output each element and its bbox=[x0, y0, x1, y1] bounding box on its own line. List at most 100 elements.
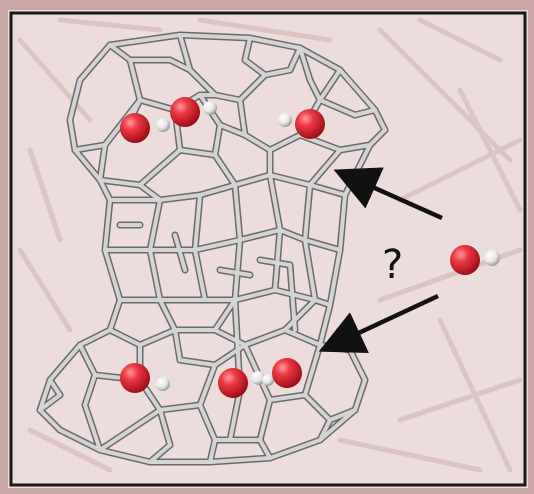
cage-bond bbox=[338, 68, 377, 112]
cage-bond bbox=[198, 403, 217, 442]
cage-bond bbox=[178, 33, 252, 40]
cage-bond bbox=[103, 198, 112, 252]
cage-bond bbox=[173, 328, 182, 362]
cage-bond bbox=[198, 363, 217, 407]
cage-bond bbox=[303, 238, 342, 252]
cage-bond bbox=[243, 328, 287, 347]
caged-water-molecule bbox=[170, 97, 217, 127]
cage-bond bbox=[213, 343, 247, 367]
cage-bond bbox=[263, 68, 292, 77]
hydrogen-atom bbox=[262, 374, 274, 386]
cage-bond bbox=[283, 328, 322, 347]
cage-bond bbox=[318, 98, 357, 117]
cage-bond bbox=[58, 428, 102, 452]
cage-bond bbox=[313, 298, 332, 307]
cage-bond bbox=[318, 68, 342, 102]
cage-bond bbox=[148, 443, 172, 464]
cage-bond bbox=[98, 143, 107, 182]
cage-bond bbox=[148, 198, 162, 252]
water-molecules bbox=[120, 97, 500, 398]
cage-bond bbox=[218, 123, 247, 137]
cage-bond bbox=[48, 378, 62, 397]
cage-bond bbox=[233, 238, 242, 302]
cage-bond bbox=[303, 238, 317, 302]
cage-bond bbox=[173, 233, 187, 272]
cage-bond bbox=[138, 183, 162, 202]
cage-bond bbox=[268, 393, 307, 402]
cage-bond bbox=[213, 123, 222, 157]
caged-water-molecule bbox=[218, 368, 265, 398]
arrow-to-upper-cage bbox=[333, 167, 443, 221]
cage-bond bbox=[213, 298, 237, 332]
cage-bond bbox=[98, 428, 132, 452]
cage-bond bbox=[208, 456, 272, 464]
cage-bond bbox=[233, 288, 277, 302]
cage-bond bbox=[308, 148, 342, 187]
free-water-molecule bbox=[450, 245, 500, 275]
oxygen-atom bbox=[450, 245, 480, 275]
cage-bond bbox=[243, 58, 267, 77]
cage-bond bbox=[193, 193, 202, 252]
cage-bond bbox=[108, 298, 122, 332]
cage-bond bbox=[68, 118, 77, 152]
cage-bond bbox=[98, 178, 142, 187]
cage-bond bbox=[368, 128, 387, 147]
arrow-to-lower-cage bbox=[318, 293, 439, 353]
cage-bond bbox=[273, 228, 282, 292]
cage-bond bbox=[178, 148, 217, 157]
cage-bond bbox=[83, 373, 97, 407]
cage-bond bbox=[188, 68, 217, 97]
cage-bond bbox=[208, 438, 217, 464]
hydrogen-atom bbox=[484, 250, 500, 266]
oxygen-atom bbox=[120, 363, 150, 393]
hydrogen-atom bbox=[203, 101, 217, 115]
background-texture bbox=[17, 17, 523, 473]
cage-bond bbox=[318, 408, 357, 442]
cage-bond bbox=[238, 98, 247, 137]
cage-bond bbox=[193, 248, 207, 302]
cage-bond bbox=[238, 228, 282, 242]
cage-bond bbox=[178, 358, 217, 367]
cage-bond bbox=[258, 438, 272, 460]
cage-bond bbox=[158, 193, 202, 202]
cage-bond bbox=[78, 328, 112, 347]
cage-bond bbox=[233, 173, 272, 187]
cage-bond bbox=[288, 263, 297, 332]
cage-bond bbox=[303, 343, 322, 397]
cage-bond bbox=[168, 58, 192, 72]
cage-bond bbox=[128, 408, 162, 432]
oxygen-atom bbox=[218, 368, 248, 398]
cage-bond bbox=[348, 348, 367, 382]
cage-bond bbox=[98, 448, 152, 464]
oxygen-atom bbox=[295, 109, 325, 139]
caged-water-molecule bbox=[262, 358, 302, 388]
cage-bond bbox=[198, 183, 237, 197]
caged-water-molecule bbox=[120, 113, 170, 143]
cage-bond bbox=[78, 43, 112, 82]
cage-bond bbox=[148, 248, 162, 302]
cage-bond bbox=[268, 133, 302, 152]
cage-bond bbox=[103, 248, 122, 302]
cage-bond bbox=[268, 173, 312, 187]
cage-bond bbox=[278, 228, 307, 242]
cage-bond bbox=[158, 408, 172, 447]
cage-bond bbox=[338, 143, 372, 152]
cage-bond bbox=[303, 393, 332, 422]
cage-bond bbox=[38, 378, 52, 412]
cage-bond bbox=[298, 46, 312, 82]
cage-bond bbox=[138, 98, 177, 112]
oxygen-atom bbox=[170, 97, 200, 127]
cage-bond bbox=[248, 36, 302, 50]
question-mark: ? bbox=[382, 242, 403, 288]
cage-bond bbox=[108, 33, 182, 47]
cage-bond bbox=[308, 78, 322, 102]
oxygen-atom bbox=[272, 358, 302, 388]
cage-bond bbox=[318, 418, 332, 442]
cage-bond bbox=[233, 183, 242, 242]
cage-bond bbox=[373, 108, 387, 132]
hydrogen-atom bbox=[156, 377, 170, 391]
cage-bond bbox=[68, 78, 82, 122]
hydrogen-atom bbox=[251, 371, 265, 385]
